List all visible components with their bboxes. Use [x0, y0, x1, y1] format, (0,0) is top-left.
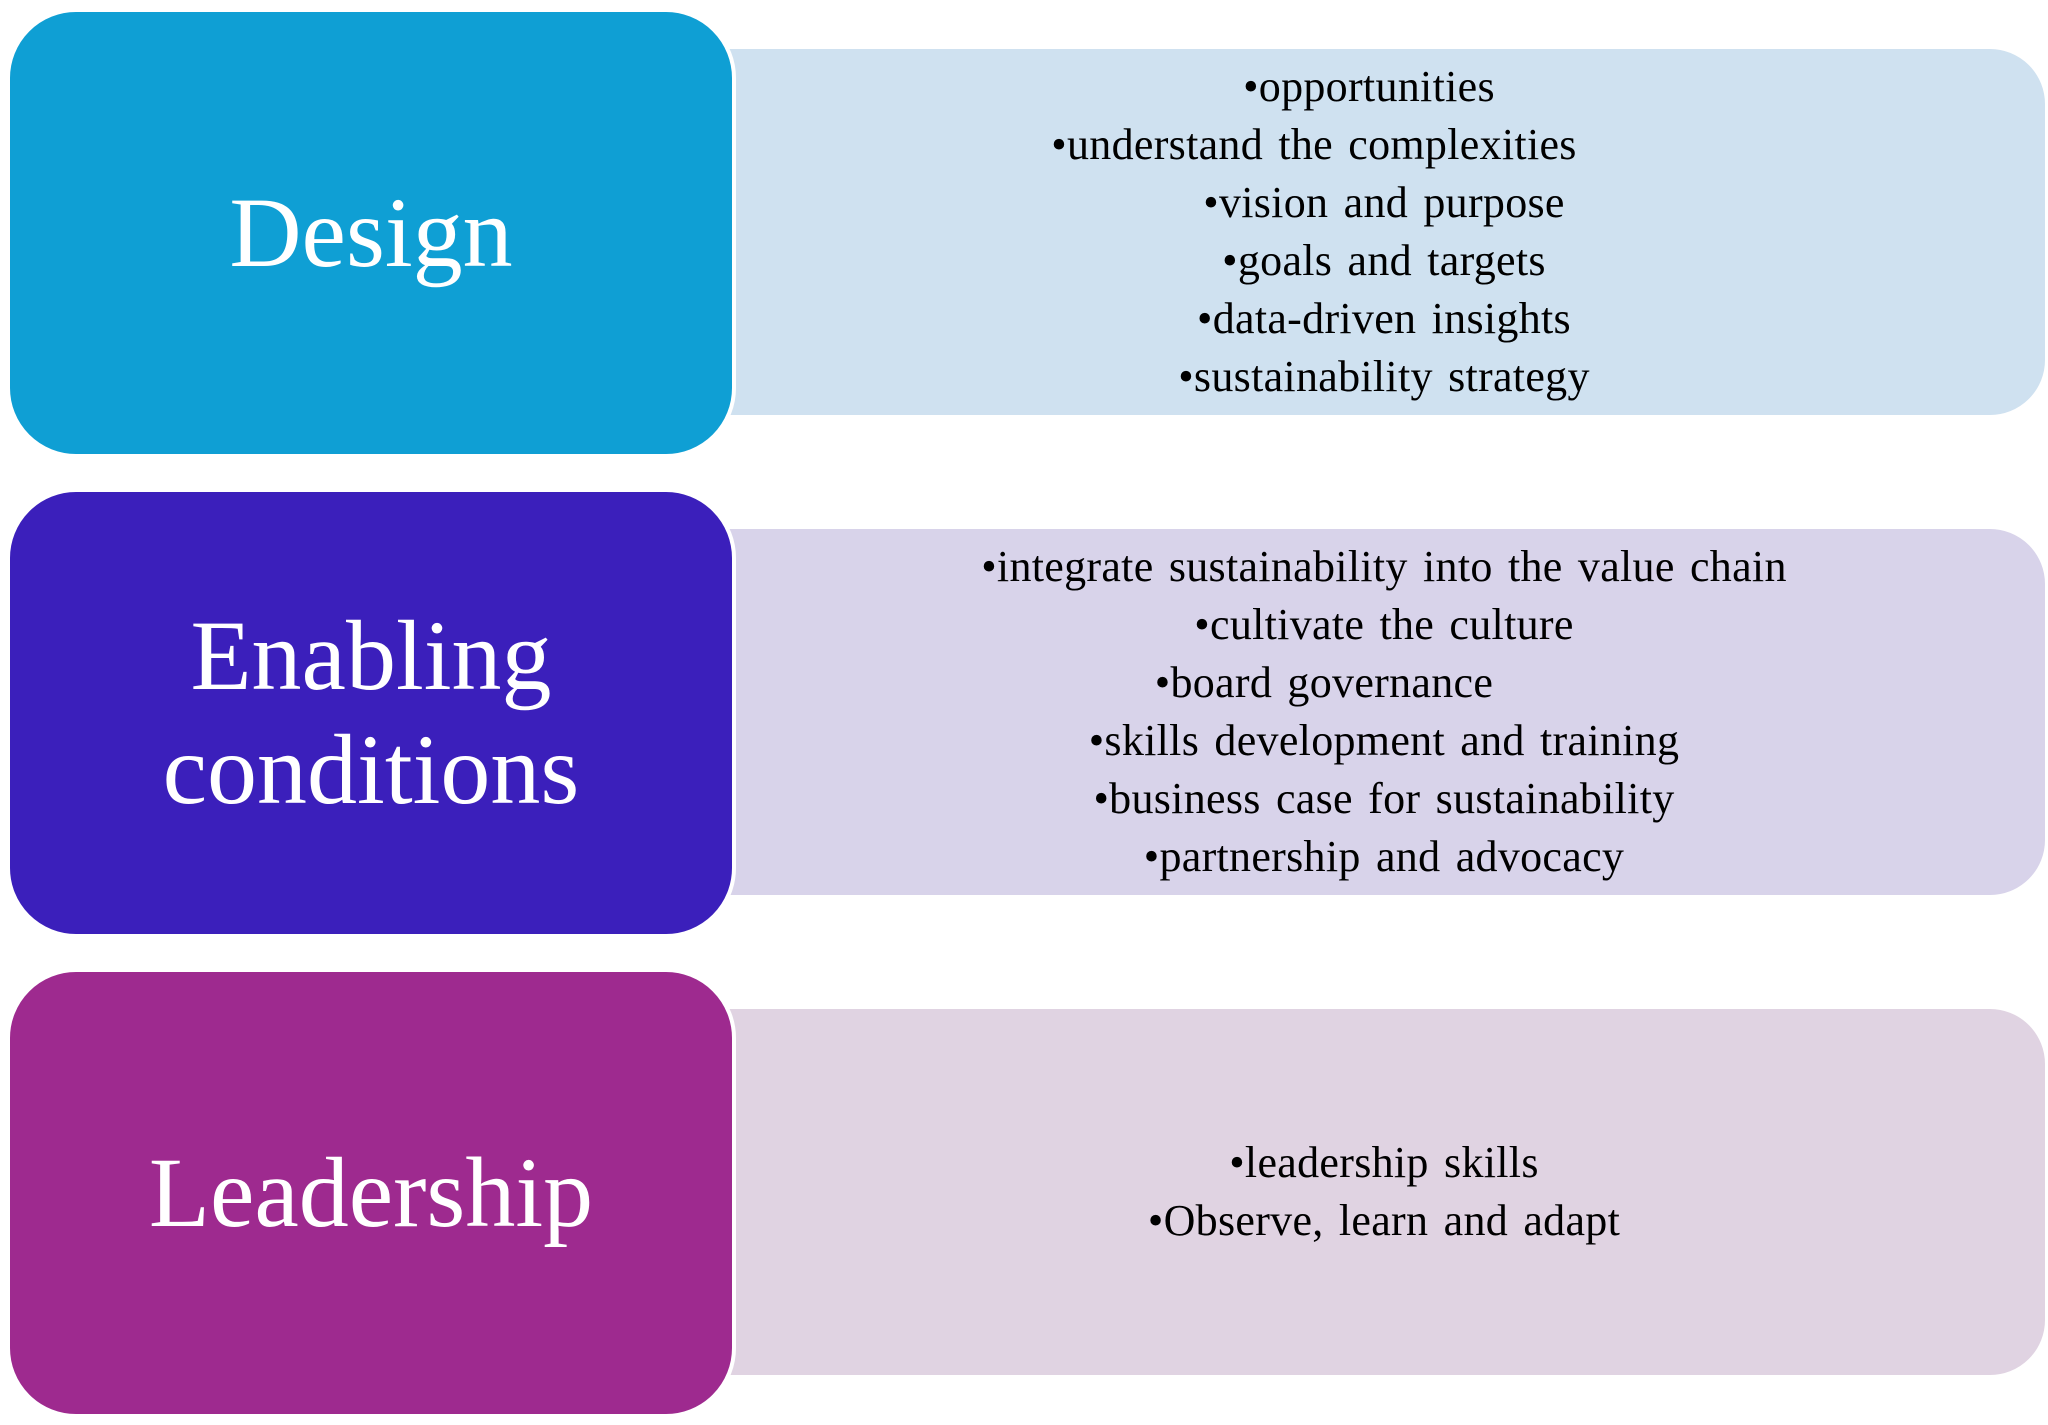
leadership-item-observe: •Observe, learn and adapt — [1147, 1196, 1621, 1245]
design-item-complexities: •understand the complexities — [1051, 120, 1577, 169]
enabling-item-business-case: •business case for sustainability — [1093, 774, 1675, 823]
enabling-item-value-chain: •integrate sustainability into the value… — [981, 542, 1787, 591]
leadership-item-skills: •leadership skills — [1229, 1138, 1539, 1187]
leadership-title-box: Leadership — [6, 968, 736, 1418]
design-item-opportunities: •opportunities — [1243, 62, 1495, 111]
design-item-insights: •data-driven insights — [1197, 294, 1571, 343]
leadership-details-list: •leadership skills •Observe, learn and a… — [1148, 1134, 1620, 1250]
enabling-item-skills: •skills development and training — [1088, 716, 1680, 765]
design-item-vision: •vision and purpose — [1203, 178, 1565, 227]
design-details-list: •opportunities •understand the complexit… — [1051, 58, 1590, 406]
enabling-conditions-row: •integrate sustainability into the value… — [0, 488, 2048, 940]
enabling-conditions-title-box: Enabling conditions — [6, 488, 736, 938]
design-title: Design — [229, 177, 513, 288]
design-item-goals: •goals and targets — [1222, 236, 1546, 285]
design-row: •opportunities •understand the complexit… — [0, 8, 2048, 460]
enabling-item-governance: •board governance — [1154, 658, 1494, 707]
enabling-item-partnership: •partnership and advocacy — [1143, 832, 1625, 881]
leadership-row: •leadership skills •Observe, learn and a… — [0, 968, 2048, 1420]
enabling-conditions-title: Enabling conditions — [162, 600, 580, 825]
leadership-details-panel: •leadership skills •Observe, learn and a… — [720, 1006, 2048, 1378]
enabling-item-culture: •cultivate the culture — [1194, 600, 1574, 649]
leadership-title: Leadership — [148, 1137, 594, 1248]
design-item-strategy: •sustainability strategy — [1178, 352, 1590, 401]
design-title-box: Design — [6, 8, 736, 458]
enabling-conditions-details-panel: •integrate sustainability into the value… — [720, 526, 2048, 898]
enabling-conditions-details-list: •integrate sustainability into the value… — [981, 538, 1787, 886]
design-details-panel: •opportunities •understand the complexit… — [720, 46, 2048, 418]
